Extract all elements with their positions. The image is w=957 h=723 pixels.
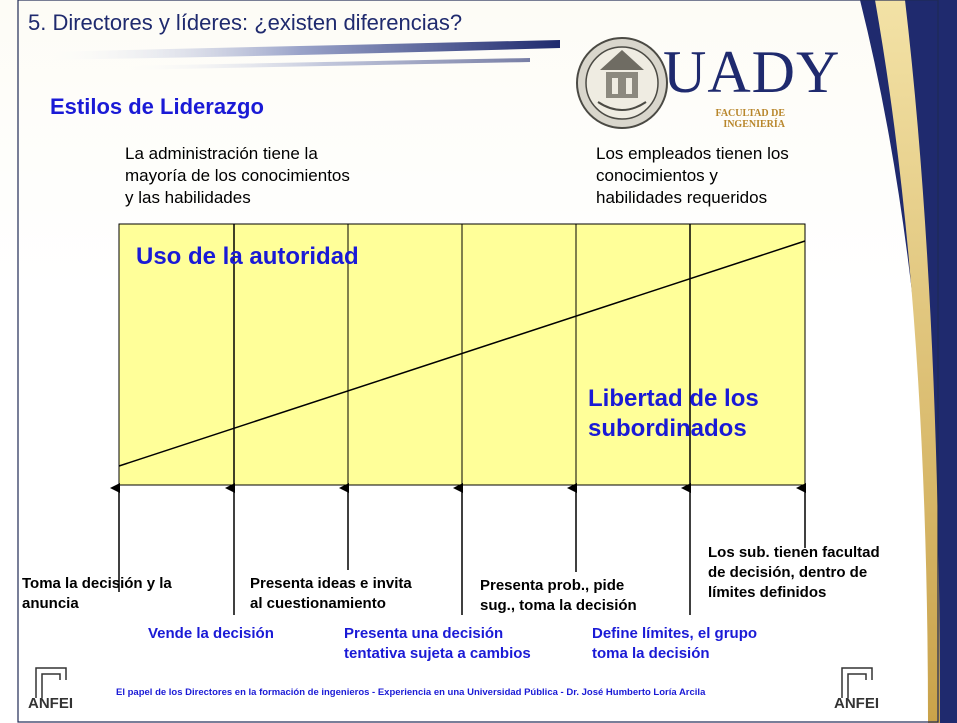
style-2-line-1: Vende la decisión — [148, 625, 274, 642]
management-knowledge-label: La administración tiene la mayoría de lo… — [125, 143, 350, 209]
faculty-name: FACULTAD DE INGENIERÍA — [703, 108, 785, 130]
slide-frame — [17, 0, 939, 723]
management-line-3: y las habilidades — [125, 188, 251, 207]
employees-line-1: Los empleados tienen los — [596, 144, 789, 163]
management-line-1: La administración tiene la — [125, 144, 318, 163]
style-4-line-1: Presenta una decisión — [344, 625, 504, 642]
style-5-line-2: sug., toma la decisión — [480, 597, 637, 614]
style-label-5: Presenta prob., pide sug., toma la decis… — [480, 576, 637, 616]
anfei-logo-right: ANFEI — [834, 667, 879, 712]
right-gold-band — [875, 0, 940, 723]
footer-text: El papel de los Directores en la formaci… — [116, 687, 706, 698]
header-sweep — [40, 40, 560, 60]
uady-wordmark: UADY — [663, 39, 841, 105]
employees-knowledge-label: Los empleados tienen los conocimientos y… — [596, 143, 789, 209]
style-7-line-3: límites definidos — [708, 584, 827, 601]
style-label-3: Presenta ideas e invita al cuestionamien… — [250, 574, 412, 614]
style-3-line-2: al cuestionamiento — [250, 595, 386, 612]
freedom-label: Libertad de los subordinados — [588, 384, 759, 444]
style-6-line-1: Define límites, el grupo — [592, 625, 758, 642]
style-label-6: Define límites, el grupo toma la decisió… — [592, 624, 757, 664]
style-label-4: Presenta una decisión tentativa sujeta a… — [344, 624, 531, 664]
style-1-line-2: anuncia — [22, 595, 79, 612]
style-1-line-1: Toma la decisión y la — [22, 575, 172, 592]
style-label-7: Los sub. tienen facultad de decisión, de… — [708, 543, 880, 603]
employees-line-3: habilidades requeridos — [596, 188, 768, 207]
freedom-line-2: subordinados — [588, 415, 747, 442]
authority-freedom-diagonal — [118, 240, 806, 467]
faculty-line-2: INGENIERÍA — [723, 119, 785, 130]
section-subtitle: Estilos de Liderazgo — [50, 94, 264, 119]
management-line-2: mayoría de los conocimientos — [125, 166, 350, 185]
anfei-text-left: ANFEI — [28, 695, 73, 712]
employees-line-2: conocimientos y — [596, 166, 718, 185]
anfei-logo-left: ANFEI — [28, 667, 73, 712]
style-6-line-2: toma la decisión — [592, 645, 710, 662]
header-sweep-2 — [120, 58, 530, 70]
style-7-line-2: de decisión, dentro de — [708, 564, 868, 581]
authority-label: Uso de la autoridad — [136, 243, 359, 270]
style-7-line-1: Los sub. tienen facultad — [708, 544, 880, 561]
style-5-line-1: Presenta prob., pide — [480, 577, 625, 594]
style-label-1: Toma la decisión y la anuncia — [22, 574, 172, 614]
slide-title: 5. Directores y líderes: ¿existen difere… — [28, 10, 463, 35]
faculty-line-1: FACULTAD DE — [715, 108, 785, 119]
anfei-text-right: ANFEI — [834, 695, 879, 712]
freedom-line-1: Libertad de los — [588, 385, 759, 412]
style-3-line-1: Presenta ideas e invita — [250, 575, 412, 592]
style-4-line-2: tentativa sujeta a cambios — [344, 645, 531, 662]
style-label-2: Vende la decisión — [148, 624, 274, 644]
